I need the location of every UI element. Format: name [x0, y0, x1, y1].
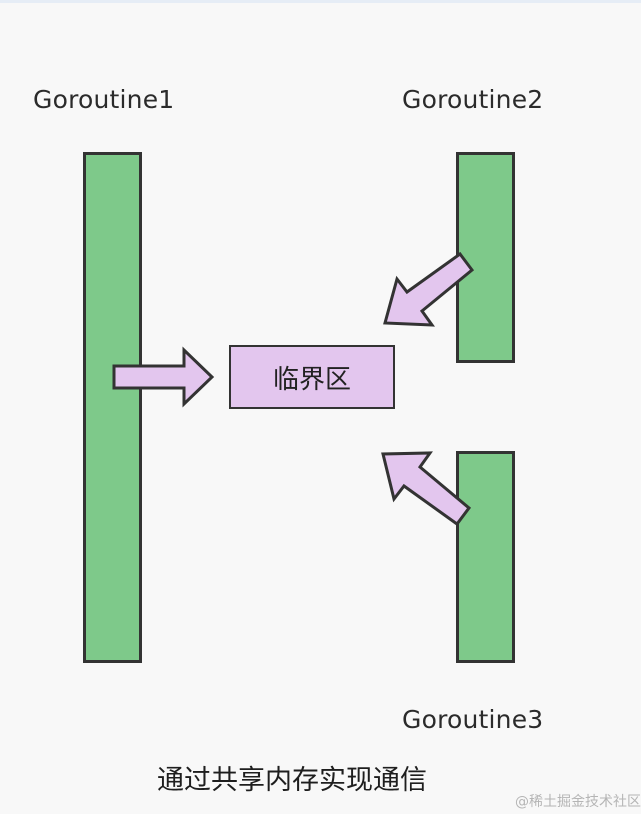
watermark: @稀土掘金技术社区 [515, 794, 641, 810]
goroutine3-bar [456, 451, 515, 663]
goroutine3-label: Goroutine3 [402, 705, 544, 734]
critical-section-box: 临界区 [229, 345, 395, 409]
top-strip [0, 0, 641, 3]
arrow-goroutine2-to-critical [383, 251, 475, 327]
goroutine2-label: Goroutine2 [402, 85, 544, 114]
goroutine2-bar [456, 152, 515, 363]
diagram-caption: 通过共享内存实现通信 [157, 765, 427, 796]
arrow-goroutine3-to-critical [381, 451, 472, 527]
arrow-goroutine1-to-critical [112, 346, 215, 408]
goroutine1-label: Goroutine1 [33, 85, 175, 114]
goroutine1-bar [83, 152, 142, 663]
critical-section-label: 临界区 [272, 364, 351, 395]
